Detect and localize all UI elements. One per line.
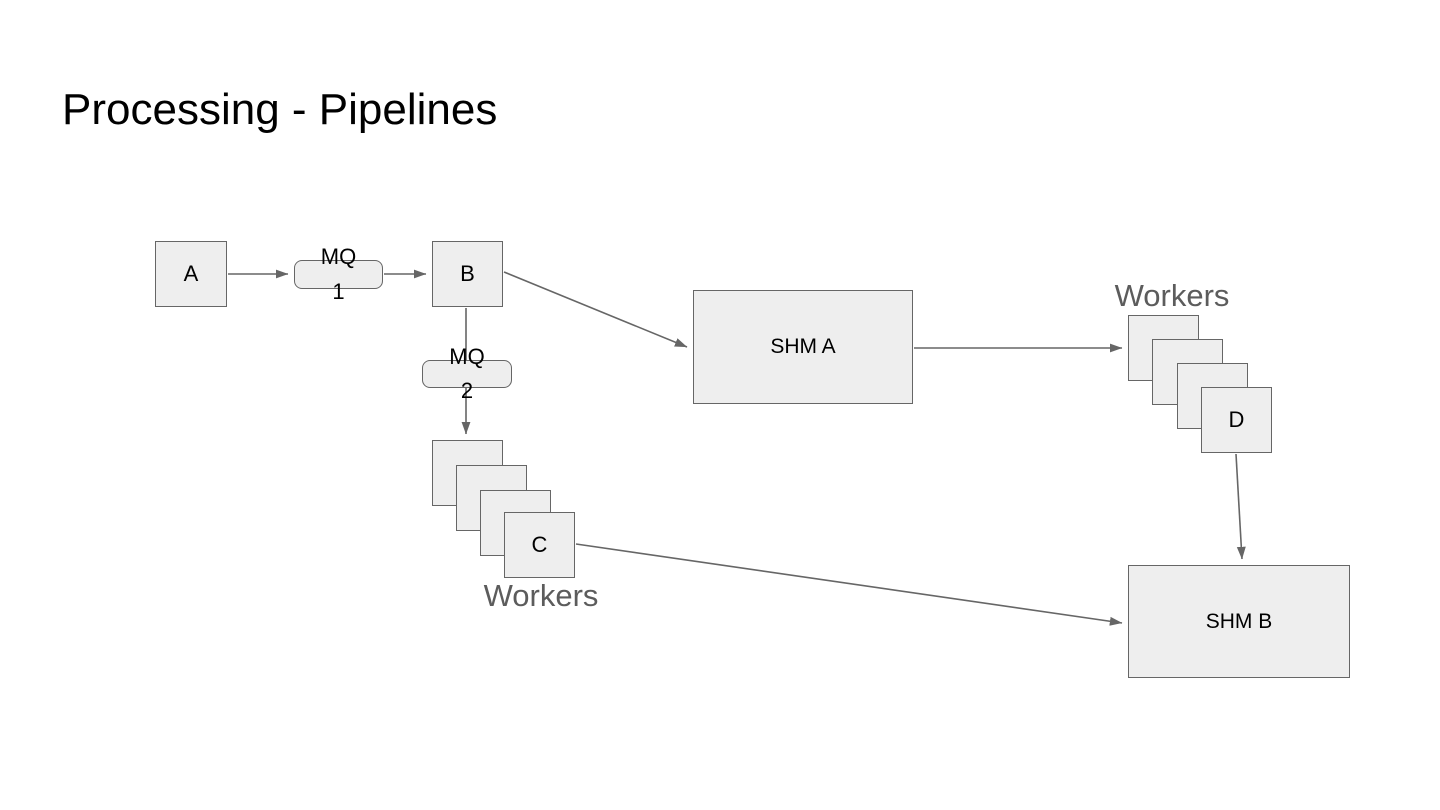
node-mq1[interactable]: [294, 260, 383, 289]
node-mq2[interactable]: [422, 360, 512, 388]
node-shm-b[interactable]: SHM B: [1128, 565, 1350, 678]
edge-d-to-shm-b: [1235, 453, 1246, 560]
node-a[interactable]: A: [155, 241, 227, 307]
c-worker-stack-box-front[interactable]: C: [504, 512, 575, 578]
edge-b-to-shm-a: [503, 271, 688, 348]
node-b[interactable]: B: [432, 241, 503, 307]
node-d-label: D: [1228, 407, 1245, 432]
node-shm-b-label: SHM B: [1205, 609, 1273, 633]
d-workers-label: Workers: [1114, 278, 1230, 313]
d-worker-stack-box-front[interactable]: D: [1201, 387, 1272, 453]
node-c-label: C: [531, 532, 548, 557]
page-title: Processing - Pipelines: [62, 85, 498, 134]
c-workers-label: Workers: [483, 578, 599, 613]
node-b-label: B: [460, 261, 475, 286]
edge-c-to-shm-b: [575, 543, 1123, 626]
node-a-label: A: [183, 261, 199, 286]
node-shm-a-label: SHM A: [770, 335, 836, 358]
node-shm-a[interactable]: SHM A: [693, 290, 913, 404]
